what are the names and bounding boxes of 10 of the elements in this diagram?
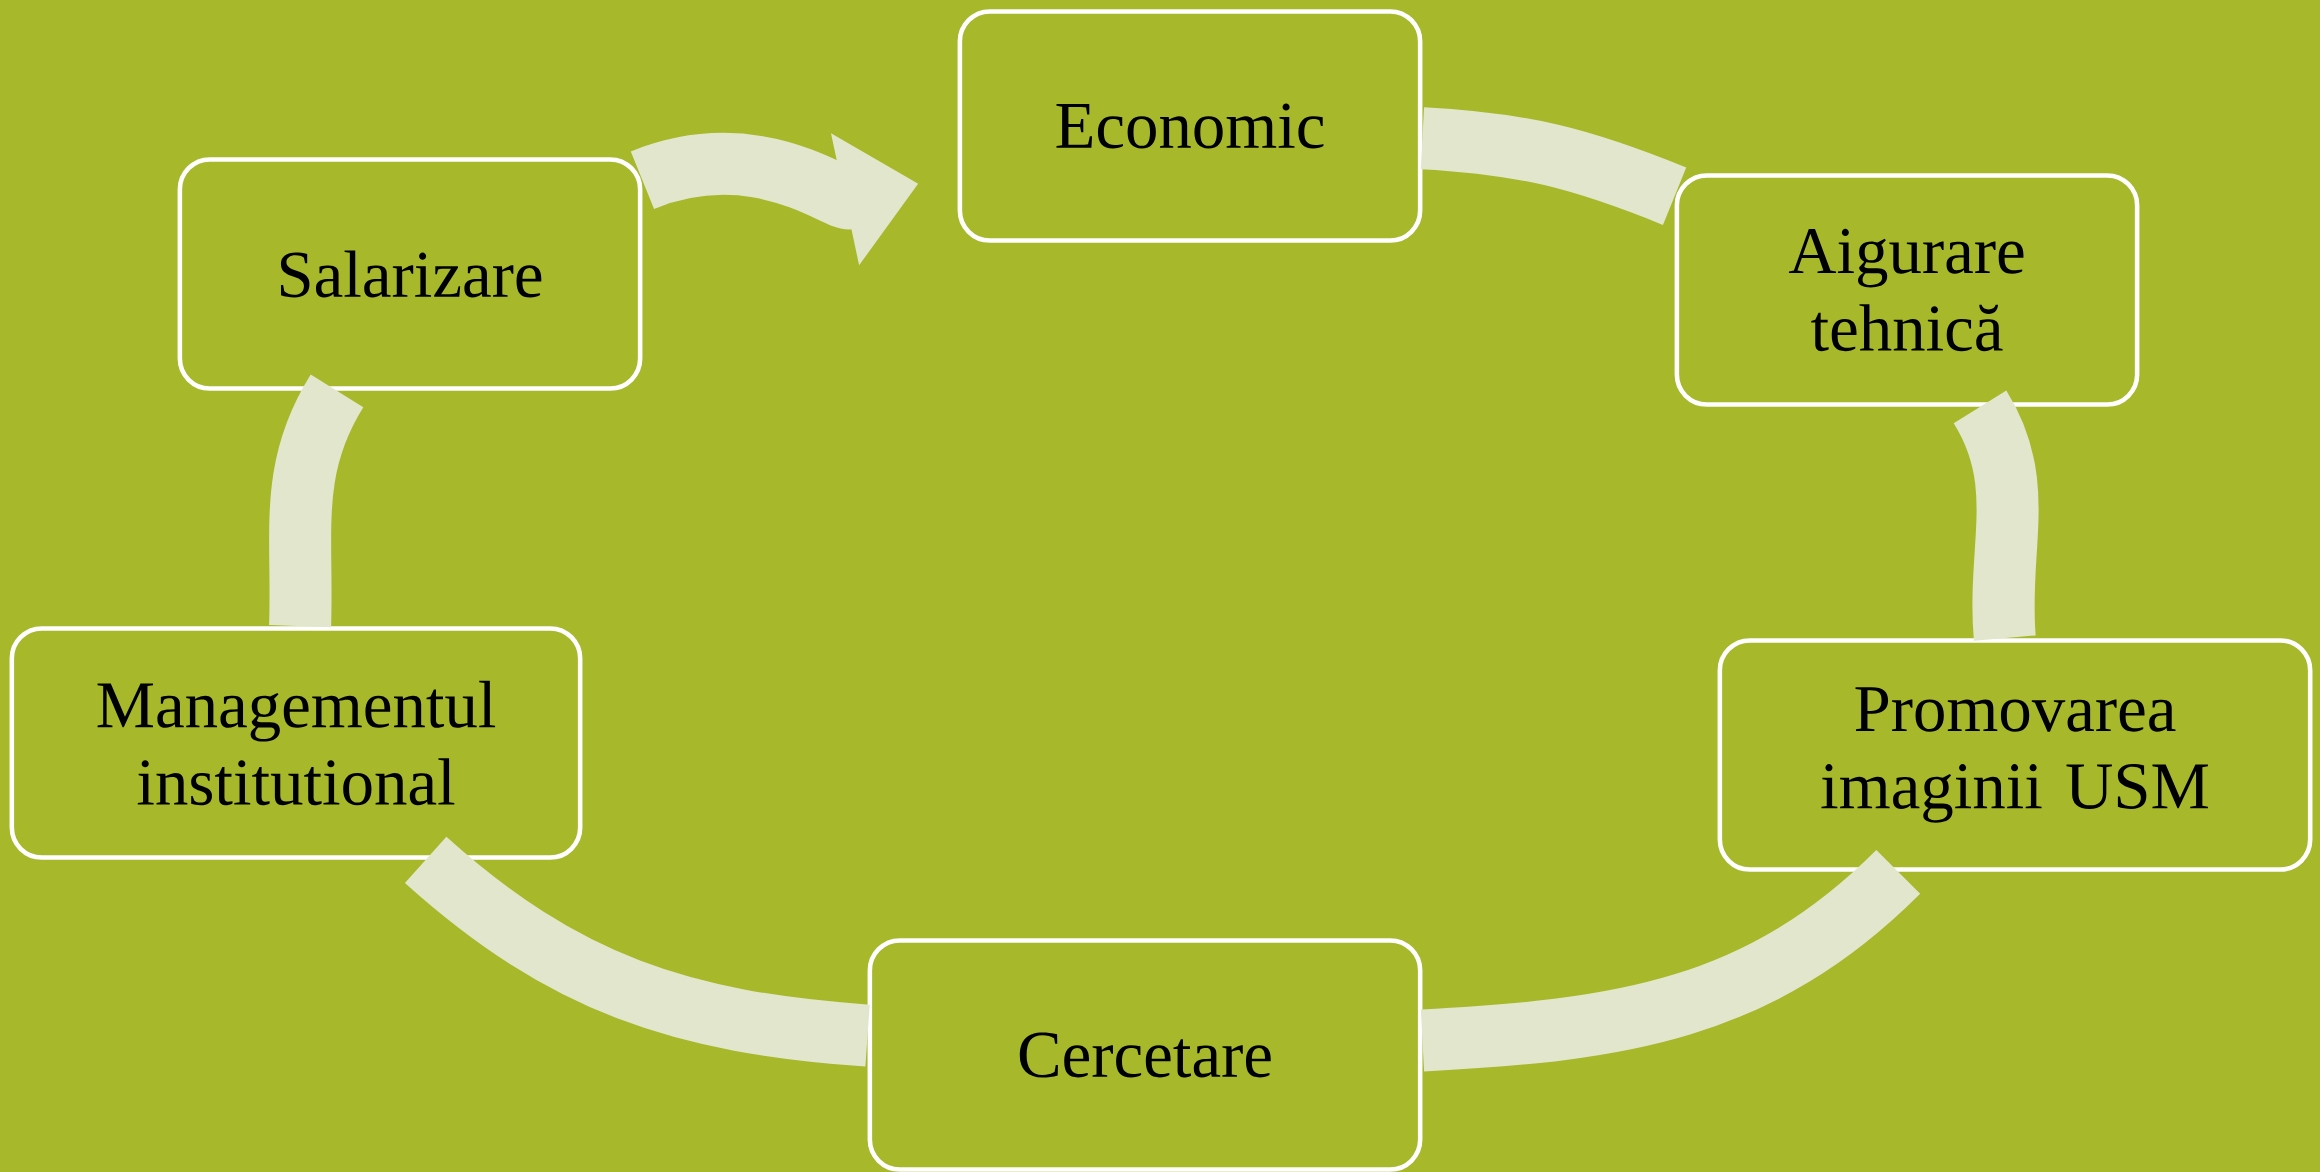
cycle-band xyxy=(1420,107,1687,225)
cycle-band xyxy=(405,836,871,1067)
cycle-band xyxy=(1420,849,1920,1072)
step-box: Aigurare tehnică xyxy=(1674,173,2140,407)
step-box: Salarizare xyxy=(177,157,643,391)
step-box: Managementul institutional xyxy=(9,626,583,860)
step-box: Promovarea imaginii USM xyxy=(1717,638,2313,872)
cycle-band xyxy=(1952,391,2039,640)
step-box: Economic xyxy=(957,9,1423,243)
step-box: Cercetare xyxy=(867,938,1423,1172)
